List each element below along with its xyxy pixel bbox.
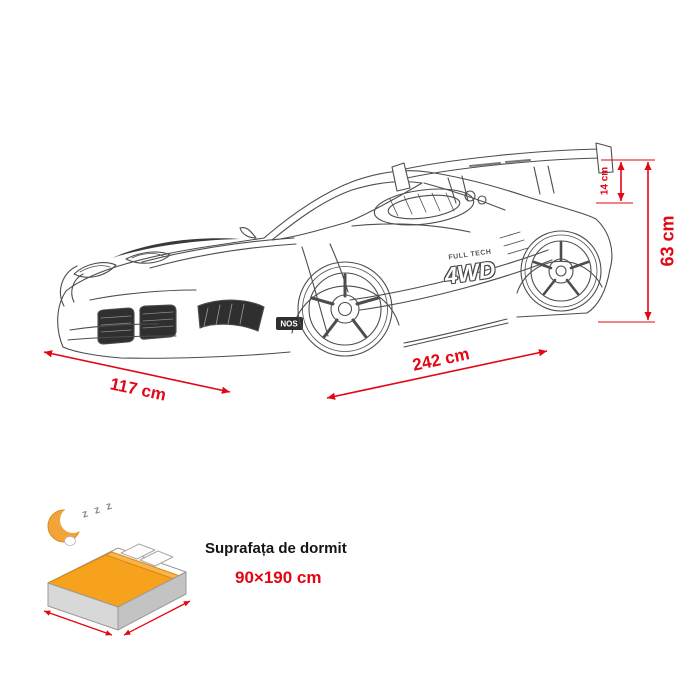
headlights — [73, 251, 171, 278]
side-intake — [197, 299, 265, 332]
engine-cover — [373, 188, 487, 226]
rear-spoiler — [391, 142, 614, 204]
dimension-label-spoiler-height: 14 cm — [599, 166, 611, 196]
sleeping-area-value: 90×190 cm — [235, 568, 322, 587]
dimension-line-length — [326, 349, 548, 400]
dimension-label-total-height: 63 cm — [657, 215, 678, 267]
pillow — [139, 550, 174, 567]
front-wheel — [297, 261, 393, 357]
front-grille — [97, 304, 177, 345]
dimension-lines — [43, 159, 655, 400]
dimension-line-width — [43, 350, 231, 394]
left-front-wheel — [59, 265, 78, 307]
sleeping-area-label: Suprafața de dormit — [205, 540, 347, 557]
nos-plate — [276, 317, 303, 330]
car-badge-nos: NOS — [280, 319, 298, 329]
bed-width-arrow — [43, 610, 113, 636]
bed-length-arrow — [123, 600, 191, 636]
side-mirror — [239, 226, 257, 239]
rear-wheel — [520, 230, 602, 312]
car-body-outline — [57, 170, 613, 348]
sleeping-bed-icon — [43, 507, 191, 636]
pillow — [120, 543, 156, 560]
car-line-art — [57, 142, 614, 359]
